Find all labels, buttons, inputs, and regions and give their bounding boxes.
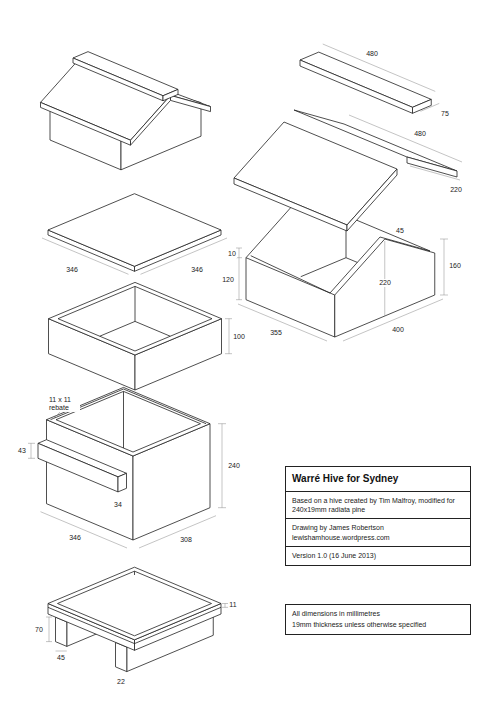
dimension-label: 346: [68, 534, 82, 542]
base-stand: [46, 567, 228, 671]
dimension-line: [41, 512, 217, 548]
dimension-label: 100: [232, 333, 246, 341]
roof-panel-part: [407, 157, 457, 177]
dimension-label: 220: [449, 186, 463, 194]
roof-panel-part: [234, 178, 347, 231]
dimension-label: 22: [116, 678, 126, 686]
note-text: Based on a hive created by Tim Malfroy, …: [286, 491, 470, 519]
dimension-label: 346: [190, 266, 204, 274]
dimension-line: [440, 239, 448, 295]
title-text: Warré Hive for Sydney: [286, 467, 470, 491]
callout-note: 11 x 11 rebate: [48, 396, 80, 412]
assembled-roof: [41, 52, 211, 170]
dimension-line: [218, 424, 226, 508]
dimension-line: [28, 443, 35, 458]
hive-box: [28, 387, 226, 548]
roof-panel-part: [234, 122, 397, 225]
dimension-line: [42, 238, 227, 274]
ridge-cap-part: [300, 52, 431, 107]
dimension-label: 11: [228, 601, 237, 609]
roof-panel: [234, 110, 462, 231]
dimension-label: 240: [227, 462, 241, 470]
ridge-cap-part: [300, 60, 413, 113]
dimension-label: 75: [440, 110, 450, 118]
dimension-label: 43: [17, 447, 27, 455]
dimension-line: [238, 299, 443, 341]
ridge-cap: [300, 44, 439, 113]
dimension-label: 160: [448, 262, 462, 270]
hive-box-part: [47, 387, 211, 456]
hive-box-part: [118, 473, 127, 492]
dimension-label: 70: [34, 626, 44, 634]
dimension-label: 120: [221, 276, 235, 284]
note-text: 19mm thickness unless otherwise specifie…: [286, 619, 470, 633]
title-block: Warré Hive for SydneyBased on a hive cre…: [285, 466, 471, 566]
floor-board-part: [48, 194, 221, 267]
dimension-line: [53, 412, 60, 419]
note-text: Version 1.0 (16 June 2013): [286, 546, 470, 564]
hive-box-part: [38, 443, 118, 492]
note-text: Drawing by James Robertson lewishamhouse…: [286, 518, 470, 546]
roof-frame-part: [335, 239, 435, 337]
dimension-label: 308: [179, 536, 193, 544]
base-stand-part: [48, 571, 221, 643]
dimension-label: 10: [227, 250, 237, 258]
dimension-label: 45: [56, 654, 66, 662]
dimension-label: 34: [113, 501, 123, 509]
base-stand-part: [48, 567, 221, 640]
assembled-roof-part: [41, 102, 131, 145]
note-text: All dimensions in millimetres: [286, 605, 470, 619]
dimension-line: [349, 115, 462, 180]
assembled-roof-part: [131, 95, 171, 145]
quilt-box: [49, 282, 233, 390]
base-stand-part: [58, 571, 212, 636]
floor-board: [42, 194, 227, 275]
dimension-label: 355: [269, 329, 283, 337]
dimension-label: 400: [391, 326, 405, 334]
dimension-label: 45: [395, 227, 405, 235]
roof-panel-part: [347, 169, 397, 231]
assembled-roof-part: [163, 89, 178, 100]
dimension-label: 346: [65, 266, 79, 274]
dimension-line: [323, 44, 440, 111]
assembled-roof-part: [171, 95, 211, 111]
quilt-box-part: [49, 282, 222, 355]
roof-frame-part: [246, 258, 335, 337]
dimension-label: 480: [413, 130, 427, 138]
assembled-roof-part: [73, 58, 163, 101]
dimension-label: 220: [378, 279, 392, 287]
assembled-roof-part: [73, 52, 178, 96]
quilt-box-part: [100, 286, 170, 336]
dimension-line: [222, 604, 228, 608]
note-box: All dimensions in millimetres19mm thickn…: [285, 604, 471, 635]
dimension-label: 480: [365, 50, 379, 58]
dimension-line: [46, 617, 67, 651]
quilt-box-part: [58, 286, 212, 351]
ridge-cap-part: [413, 99, 432, 113]
dimension-line: [225, 319, 232, 354]
roof-frame-part: [251, 237, 430, 293]
